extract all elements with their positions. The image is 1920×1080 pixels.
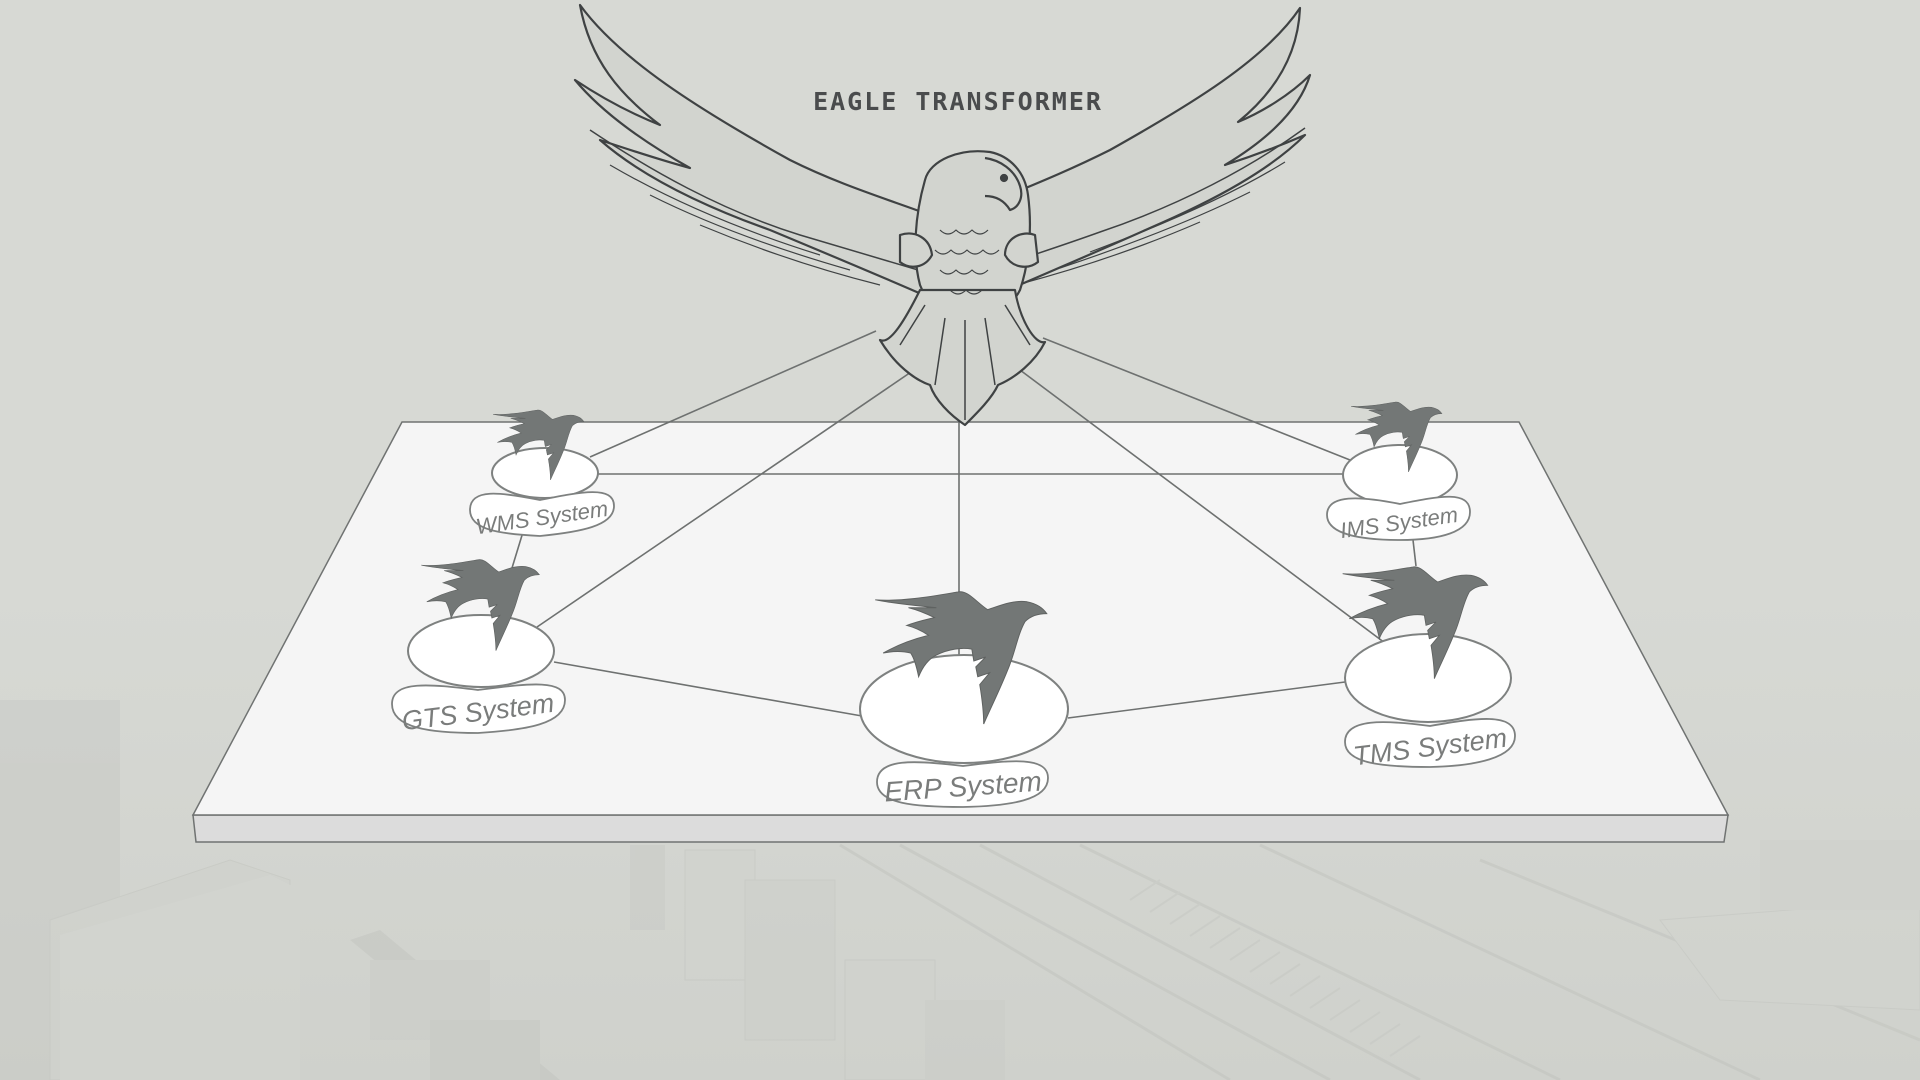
eagle-hub[interactable]: EAGLE TRANSFORMER [573, 3, 1312, 427]
connections [511, 330, 1417, 719]
label-pill [876, 760, 1049, 808]
node-base [859, 654, 1069, 764]
platform-front-side [192, 814, 1729, 843]
node-base [1344, 633, 1512, 723]
node-base [407, 614, 555, 688]
edge-gts-erp [553, 661, 863, 717]
node-gts[interactable]: GTS System [391, 559, 566, 737]
label-pill [1344, 718, 1516, 768]
warehouse-background-photo [0, 700, 1920, 1080]
node-base [491, 447, 599, 499]
edge-erp-tms [1067, 681, 1346, 719]
node-wms[interactable]: WMS System [469, 409, 615, 539]
label-pill [1326, 495, 1471, 541]
label-pill [391, 683, 566, 734]
node-base [1342, 444, 1458, 506]
edge-hub-wms [589, 330, 877, 458]
edge-ims-tms [1412, 539, 1417, 567]
edge-hub-tms [1015, 366, 1386, 644]
edge-hub-gts [536, 369, 915, 628]
node-erp[interactable]: ERP System [859, 591, 1069, 808]
eagle-icon [573, 3, 1312, 427]
node-ims[interactable]: IMS System [1326, 401, 1471, 543]
edge-hub-ims [1042, 337, 1351, 461]
label-pill [469, 491, 615, 537]
edge-wms-gts [511, 531, 524, 569]
hub-title: EAGLE TRANSFORMER [813, 87, 1103, 116]
